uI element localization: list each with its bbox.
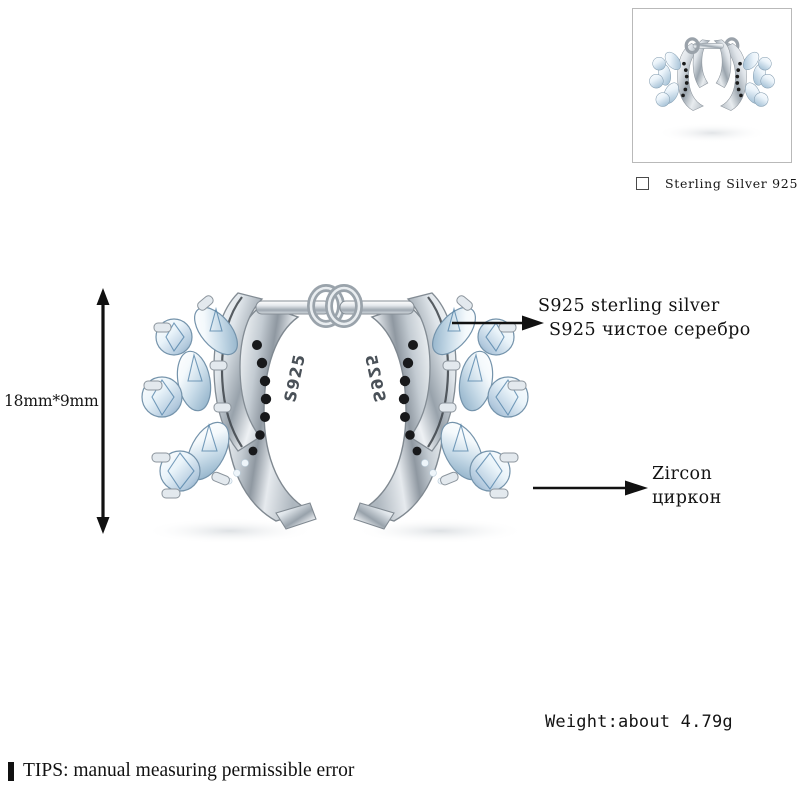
variant-swatch-row[interactable]: Sterling Silver 925: [632, 176, 797, 191]
callout-silver-label: S925 sterling silver S925 чистое серебро: [538, 294, 751, 342]
variant-thumbnail[interactable]: [632, 8, 792, 163]
callout-zircon-en: Zircon: [652, 464, 713, 484]
zircon-cluster-left: [141, 295, 238, 499]
callout-arrow-silver: [452, 315, 544, 331]
tips-bar-icon: [8, 761, 14, 781]
variant-checkbox[interactable]: [636, 177, 649, 190]
dimension-label: 18mm*9mm: [4, 392, 99, 410]
zircon-cluster-right: [432, 295, 529, 499]
left-earring: S925: [141, 284, 345, 530]
tips-footer: TIPS: manual measuring permissible error: [8, 760, 354, 782]
pave-stones-left: [248, 340, 272, 456]
product-image: S925: [110, 275, 580, 550]
callout-zircon-ru: циркон: [652, 488, 722, 509]
callout-silver-en: S925 sterling silver: [538, 296, 720, 316]
weight-label: Weight:about 4.79g: [545, 712, 733, 732]
callout-zircon-label: Zircon циркон: [652, 462, 722, 510]
tips-text: TIPS: manual measuring permissible error: [23, 760, 355, 781]
callout-arrow-zircon: [533, 480, 648, 496]
variant-label: Sterling Silver 925: [665, 176, 799, 191]
dimension-arrow: [96, 288, 110, 534]
variant-thumbnail-block: Sterling Silver 925: [632, 8, 797, 191]
earrings-illustration: S925: [110, 275, 580, 550]
right-earring: S925: [325, 284, 529, 530]
thumbnail-earrings-image: [633, 9, 791, 162]
callout-silver-ru: S925 чистое серебро: [549, 320, 751, 341]
